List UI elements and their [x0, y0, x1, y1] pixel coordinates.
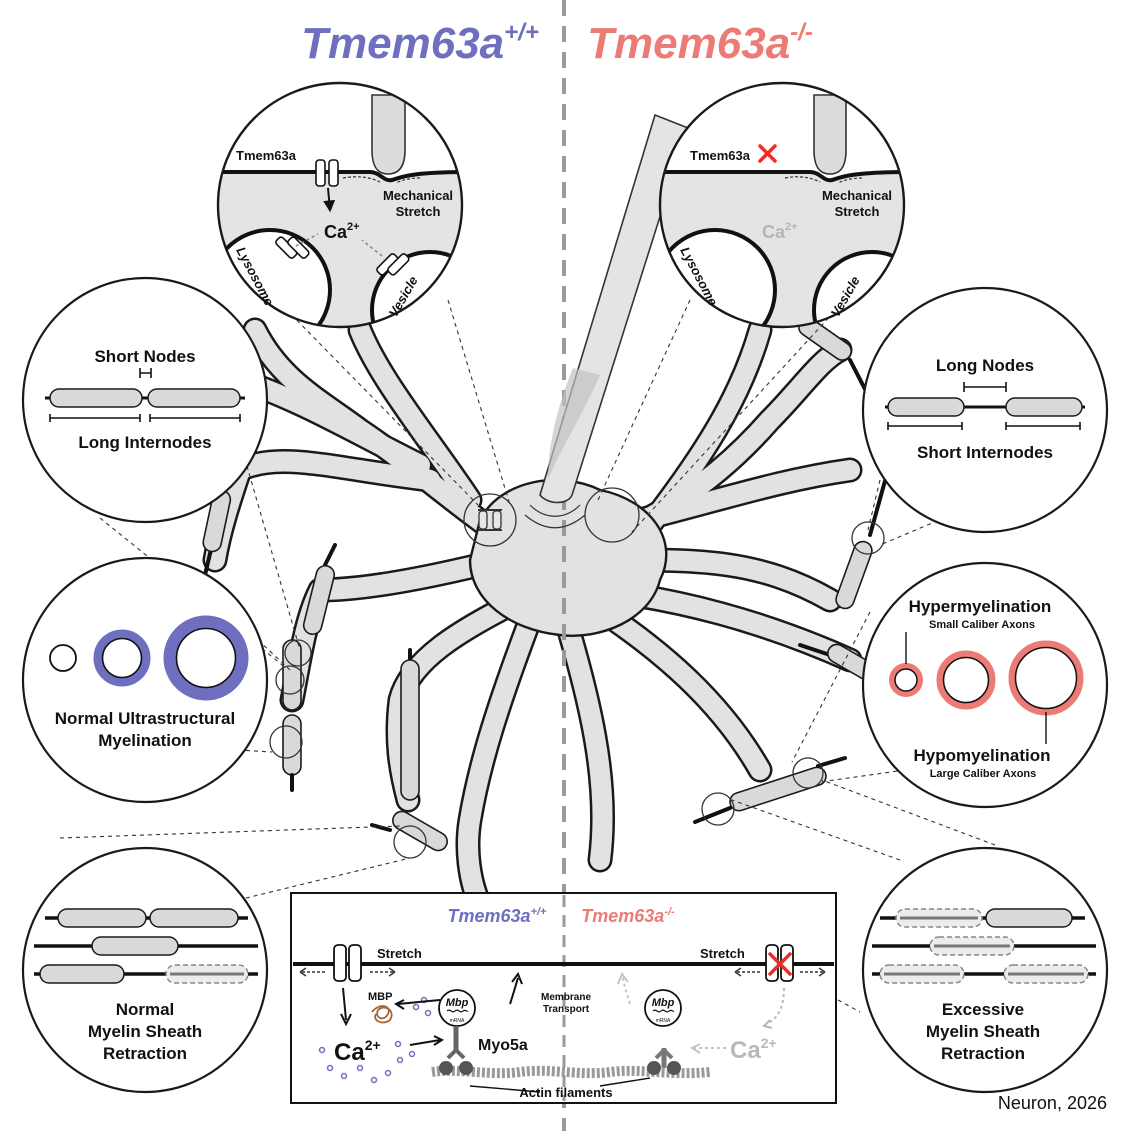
patch-pipette	[524, 113, 689, 529]
myo5a-label: Myo5a	[478, 1037, 528, 1054]
mrna-label: Mbp	[446, 997, 469, 1009]
hypomyelination-label: Hypomyelination	[914, 746, 1051, 765]
stretch-label: Mechanical	[822, 188, 892, 203]
mrna-sub-label: mRNA	[450, 1018, 465, 1024]
hypermyelination-label: Hypermyelination	[909, 597, 1052, 616]
wildtype-title: Tmem63a+/+	[301, 19, 539, 68]
transport-label: Membrane	[541, 992, 591, 1003]
retraction-label: Excessive	[942, 1000, 1024, 1019]
red-x-icon	[758, 144, 777, 163]
mbp-label: MBP	[368, 991, 392, 1003]
short-nodes-inset: Short Nodes Long Internodes	[21, 276, 269, 524]
stretch-label: Mechanical	[383, 188, 453, 203]
actin-label: Actin filaments	[519, 1085, 612, 1100]
nodes-title: Long Nodes	[936, 356, 1034, 375]
connector-lines	[59, 299, 996, 1013]
actin-filaments	[431, 1061, 711, 1079]
citation: Neuron, 2026	[998, 1093, 1107, 1113]
mrna-sub-label: mRNA	[656, 1018, 671, 1024]
mrna-label: Mbp	[652, 997, 675, 1009]
transport-label-2: Transport	[543, 1004, 590, 1015]
internodes-title: Long Internodes	[78, 433, 211, 452]
ultrastructure-label-2: Myelination	[98, 731, 192, 750]
stretch-label-2: Stretch	[835, 204, 880, 219]
red-x-icon	[768, 952, 792, 976]
knockout-channel-inset: Tmem63a Mechanical Stretch Ca2+ Lysosome…	[658, 81, 906, 329]
large-caliber-label: Large Caliber Axons	[930, 768, 1037, 780]
calcium-label: Ca2+	[334, 1037, 381, 1066]
long-nodes-inset: Long Nodes Short Internodes	[861, 286, 1109, 534]
excessive-retraction-inset: Excessive Myelin Sheath Retraction	[861, 846, 1109, 1094]
mechanism-wildtype-title: Tmem63a+/+	[448, 906, 548, 926]
retraction-label-2: Myelin Sheath	[88, 1022, 202, 1041]
stretch-left-label: Stretch	[377, 946, 422, 961]
ultrastructure-label: Normal Ultrastructural	[55, 709, 235, 728]
stretch-label-2: Stretch	[396, 204, 441, 219]
stretch-right-label: Stretch	[700, 946, 745, 961]
retraction-label-3: Retraction	[103, 1044, 187, 1063]
retraction-label: Normal	[116, 1000, 175, 1019]
calcium-label: Ca2+	[762, 221, 798, 242]
retraction-label-2: Myelin Sheath	[926, 1022, 1040, 1041]
mbp-protein-icon	[371, 1005, 393, 1024]
knockout-title: Tmem63a-/-	[587, 19, 813, 68]
nodes-title: Short Nodes	[94, 347, 195, 366]
mechanism-panel: Tmem63a+/+ Tmem63a-/- Stretch Stretch Ca…	[290, 892, 837, 1104]
normal-myelination-inset: Normal Ultrastructural Myelination	[21, 556, 269, 804]
calcium-label: Ca2+	[324, 221, 360, 242]
channel-label: Tmem63a	[690, 148, 751, 163]
channel-label: Tmem63a	[236, 148, 297, 163]
calcium-label: Ca2+	[730, 1035, 777, 1064]
abnormal-myelination-inset: Hypermyelination Small Caliber Axons Hyp…	[861, 561, 1109, 809]
retraction-label-3: Retraction	[941, 1044, 1025, 1063]
small-caliber-label: Small Caliber Axons	[929, 619, 1035, 631]
normal-retraction-inset: Normal Myelin Sheath Retraction	[21, 846, 269, 1094]
internodes-title: Short Internodes	[917, 443, 1053, 462]
mechanism-knockout-title: Tmem63a-/-	[581, 906, 675, 926]
